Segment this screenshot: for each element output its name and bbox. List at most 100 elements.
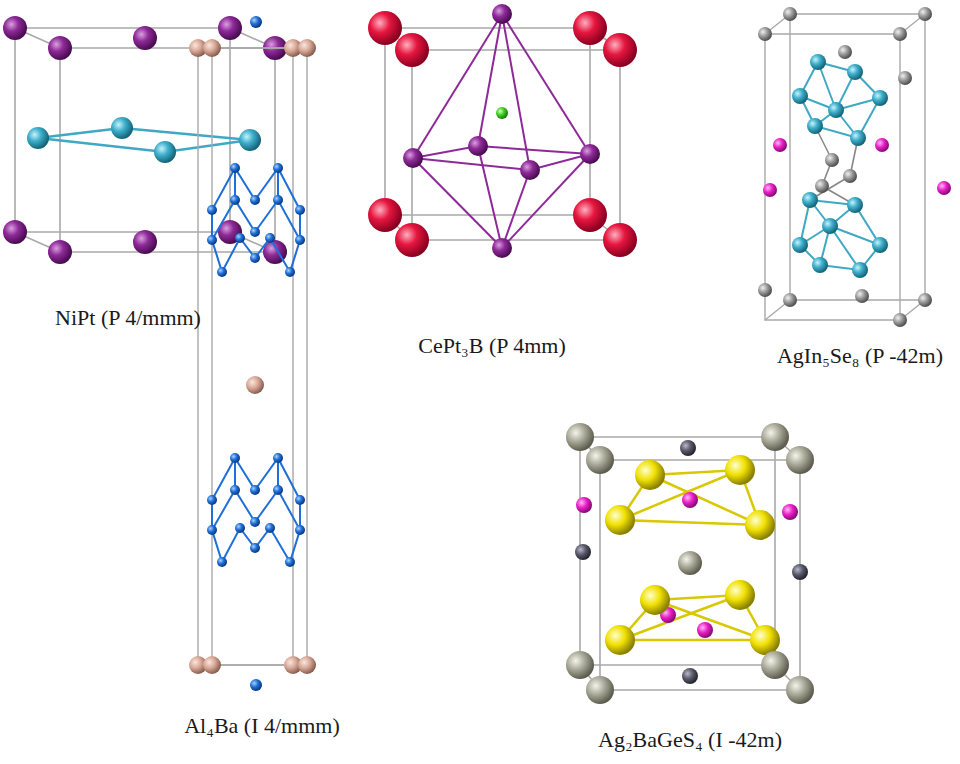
atom bbox=[838, 45, 852, 59]
atom bbox=[640, 585, 670, 615]
atom bbox=[27, 127, 49, 149]
atom bbox=[217, 557, 227, 567]
bond-line bbox=[620, 595, 740, 640]
bond-line bbox=[790, 14, 925, 300]
atom bbox=[250, 485, 260, 495]
atom bbox=[520, 160, 540, 180]
atom bbox=[697, 622, 713, 638]
atom bbox=[750, 625, 780, 655]
bond-line bbox=[60, 48, 275, 252]
atom bbox=[265, 233, 275, 243]
atom bbox=[207, 525, 217, 535]
bond-line bbox=[478, 14, 502, 146]
atom bbox=[273, 195, 283, 205]
atom bbox=[605, 625, 635, 655]
cept3b-label: CePt₃B (P 4mm) bbox=[418, 333, 565, 359]
atom bbox=[298, 656, 316, 674]
atom bbox=[847, 64, 863, 80]
atom bbox=[496, 107, 508, 119]
atom bbox=[603, 33, 637, 67]
ag2bages4-cell bbox=[580, 437, 800, 690]
bond-line bbox=[212, 530, 222, 562]
al4ba-cell bbox=[198, 48, 307, 665]
atom bbox=[850, 130, 866, 146]
bond-line bbox=[212, 490, 300, 530]
agin5se8-cell bbox=[765, 14, 925, 320]
atom bbox=[566, 651, 594, 679]
atom bbox=[822, 218, 838, 234]
atom bbox=[217, 267, 227, 277]
atom bbox=[48, 240, 72, 264]
atom bbox=[893, 313, 907, 327]
cept3b-octahedron bbox=[413, 14, 590, 248]
atom bbox=[586, 446, 614, 474]
atom bbox=[875, 138, 889, 152]
bond-line bbox=[502, 14, 530, 170]
atom bbox=[239, 129, 261, 151]
atom bbox=[573, 11, 607, 45]
bond-line bbox=[413, 146, 590, 170]
bond-line bbox=[478, 146, 502, 248]
nipt-cell bbox=[15, 28, 275, 252]
bond-line bbox=[212, 200, 300, 240]
atom bbox=[792, 88, 808, 104]
bond-line bbox=[212, 240, 222, 272]
atom bbox=[807, 118, 823, 134]
atom bbox=[828, 102, 844, 118]
atom bbox=[295, 205, 305, 215]
atom bbox=[207, 235, 217, 245]
atom bbox=[855, 289, 869, 303]
atom bbox=[250, 253, 260, 263]
atom bbox=[758, 283, 772, 297]
atom bbox=[203, 39, 221, 57]
atom bbox=[285, 557, 295, 567]
atom bbox=[368, 198, 402, 232]
atom bbox=[203, 656, 221, 674]
bond-line bbox=[290, 530, 300, 562]
atom bbox=[273, 163, 283, 173]
atom bbox=[250, 16, 262, 28]
nipt-bonds bbox=[38, 128, 250, 152]
atom bbox=[48, 36, 72, 60]
bond-line bbox=[800, 200, 880, 270]
atom bbox=[825, 153, 839, 167]
atom bbox=[783, 293, 797, 307]
atom bbox=[298, 39, 316, 57]
atom bbox=[250, 679, 262, 691]
atom bbox=[761, 423, 789, 451]
atom bbox=[250, 517, 260, 527]
cept3b-atoms bbox=[368, 4, 637, 258]
bond-line bbox=[212, 48, 307, 665]
atom bbox=[783, 7, 797, 21]
atom bbox=[872, 90, 888, 106]
atom bbox=[812, 257, 828, 273]
atom bbox=[3, 220, 27, 244]
bond-line bbox=[580, 437, 775, 665]
atom bbox=[395, 33, 429, 67]
bond-line bbox=[765, 34, 900, 320]
atom bbox=[295, 525, 305, 535]
agin5se8-bonds bbox=[800, 62, 880, 270]
atom bbox=[847, 197, 863, 213]
atom bbox=[761, 651, 789, 679]
ag2bages4-label: Ag₂BaGeS₄ (I -42m) bbox=[598, 727, 782, 753]
atom bbox=[3, 16, 27, 40]
atom bbox=[810, 54, 826, 70]
atom bbox=[792, 564, 808, 580]
atom bbox=[250, 227, 260, 237]
atom bbox=[682, 492, 698, 508]
nipt-label: NiPt (P 4/mmm) bbox=[55, 305, 201, 331]
atom bbox=[207, 495, 217, 505]
atom bbox=[573, 198, 607, 232]
bond-line bbox=[290, 240, 300, 272]
atom bbox=[235, 523, 245, 533]
atom bbox=[918, 7, 932, 21]
al4ba-bonds bbox=[212, 168, 300, 562]
bond-line bbox=[800, 62, 880, 138]
bond-line bbox=[502, 170, 530, 248]
bond-line bbox=[212, 168, 300, 210]
atom bbox=[250, 543, 260, 553]
agin5se8-label: AgIn₅Se₈ (P -42m) bbox=[777, 343, 943, 369]
atom bbox=[576, 497, 592, 513]
atom bbox=[273, 485, 283, 495]
